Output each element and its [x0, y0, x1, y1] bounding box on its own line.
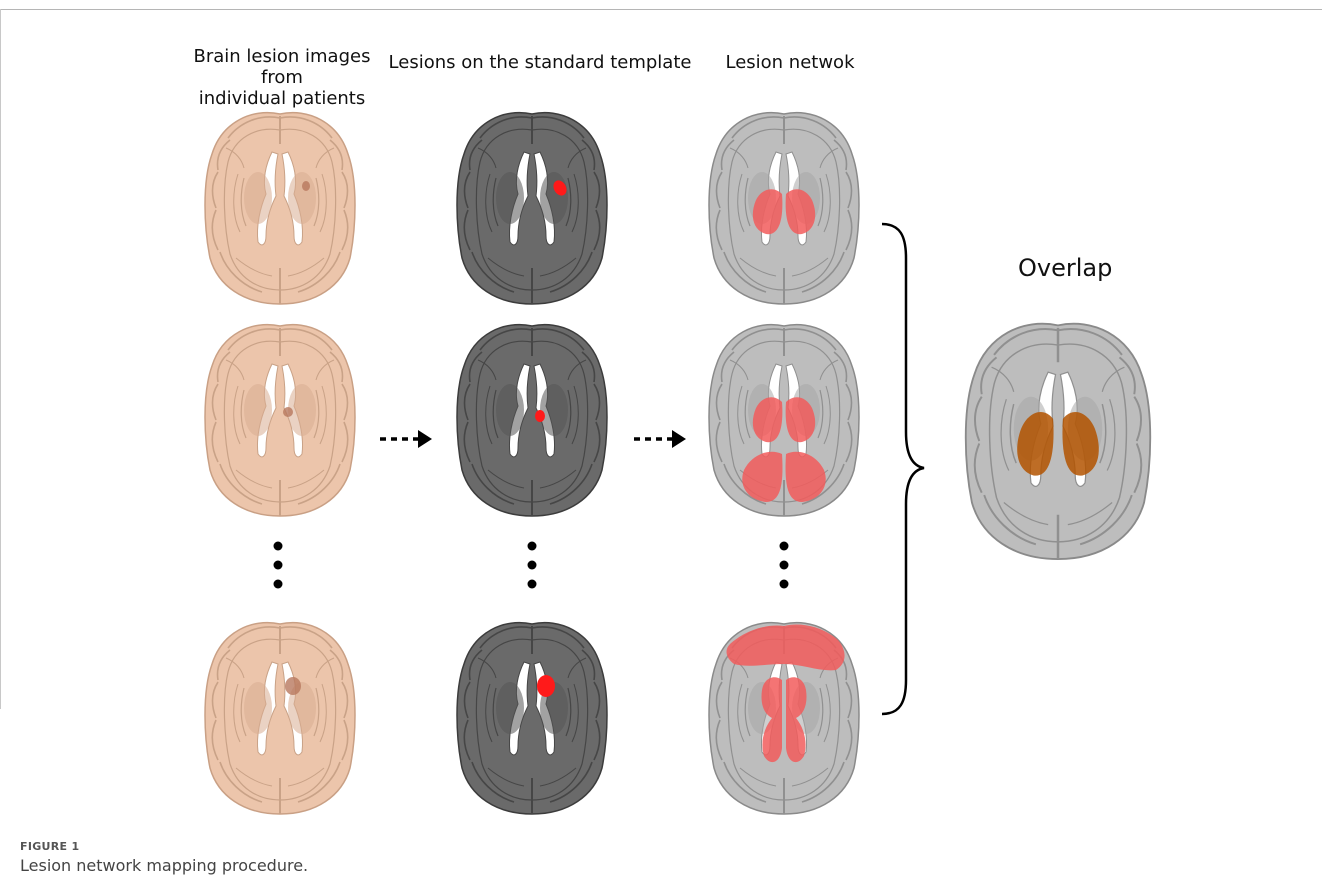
curly-brace	[878, 222, 928, 716]
template-brain-3	[452, 618, 612, 818]
template-brain-2	[452, 320, 612, 520]
top-rule	[0, 9, 1322, 10]
vertical-ellipsis-3	[776, 538, 792, 592]
header-patient-line2: individual patients	[172, 88, 392, 109]
caption-label: FIGURE 1	[20, 840, 79, 853]
overlap-brain	[956, 318, 1160, 564]
patient-brain-3	[200, 618, 360, 818]
network-brain-1	[704, 108, 864, 308]
template-brain-1	[452, 108, 612, 308]
header-patient-line1: Brain lesion images from	[172, 46, 392, 88]
header-standard-template: Lesions on the standard template	[382, 52, 698, 73]
caption-text: Lesion network mapping procedure.	[20, 856, 308, 875]
network-brain-2	[704, 320, 864, 520]
arrow-to-network	[632, 426, 688, 452]
header-patient-images: Brain lesion images from individual pati…	[172, 46, 392, 109]
vertical-ellipsis-2	[524, 538, 540, 592]
header-lesion-network: Lesion netwok	[710, 52, 870, 73]
arrow-to-template	[378, 426, 434, 452]
network-brain-3	[704, 618, 864, 818]
patient-brain-1	[200, 108, 360, 308]
patient-brain-2	[200, 320, 360, 520]
overlap-title: Overlap	[1018, 254, 1112, 282]
vertical-ellipsis-1	[270, 538, 286, 592]
left-rule	[0, 9, 1, 709]
